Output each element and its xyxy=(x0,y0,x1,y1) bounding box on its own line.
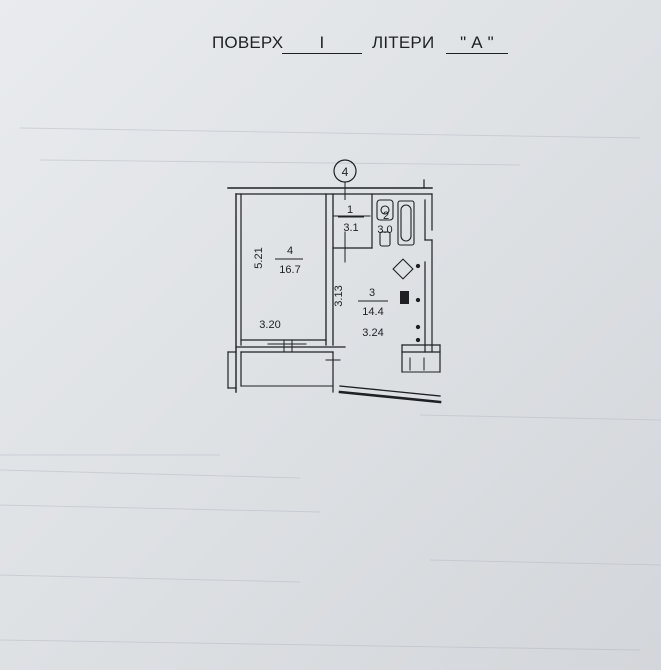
svg-text:3.0: 3.0 xyxy=(377,224,392,236)
room-3: 3 14.4 xyxy=(358,287,388,318)
sanitary-fixtures xyxy=(376,199,421,343)
dimension-room4-width: 3.20 xyxy=(259,319,280,331)
svg-text:3: 3 xyxy=(369,287,375,299)
room-4: 4 16.7 xyxy=(275,245,303,276)
svg-text:16.7: 16.7 xyxy=(279,264,300,276)
room-1: 1 3.1 xyxy=(338,204,364,234)
floor-label: ПОВЕРХ xyxy=(212,33,284,52)
dimension-room4-length: 5.21 xyxy=(253,247,265,268)
dimension-room3-length: 3.13 xyxy=(333,285,345,306)
letter-label: ЛІТЕРИ xyxy=(372,33,435,52)
walls xyxy=(227,179,442,404)
axis-marker-label: 4 xyxy=(342,165,349,179)
page-header: ПОВЕРХ I ЛІТЕРИ " А " xyxy=(0,33,661,57)
dimension-room3-width: 3.24 xyxy=(362,327,383,339)
room-2: 2 3.0 xyxy=(377,210,392,236)
floor-value: I xyxy=(282,33,362,54)
kitchen-block xyxy=(400,291,409,304)
svg-text:4: 4 xyxy=(287,245,293,257)
axis-marker: 4 xyxy=(333,159,357,200)
show-through-lines xyxy=(0,127,661,651)
svg-text:2: 2 xyxy=(383,210,389,222)
svg-text:14.4: 14.4 xyxy=(362,306,383,318)
svg-text:3.1: 3.1 xyxy=(343,222,358,234)
letter-value: " А " xyxy=(446,33,508,54)
svg-text:1: 1 xyxy=(347,204,353,216)
